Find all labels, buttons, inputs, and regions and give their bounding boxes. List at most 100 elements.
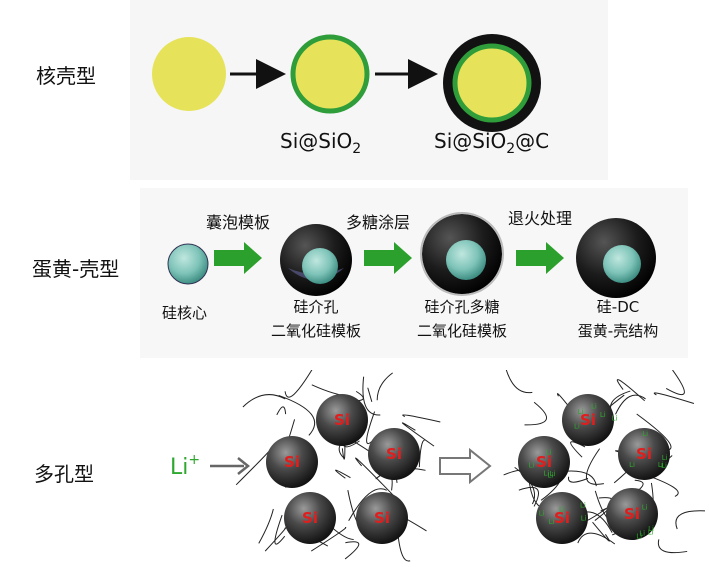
carbon-fibre [397,534,411,562]
yolk-3 [603,245,641,283]
li-ion-mark: Li [639,529,645,537]
carbon-fibre [376,372,393,401]
li-ion-mark: Li [550,470,556,478]
silicon-particle-label: Si [536,453,552,471]
silicon-particle [356,492,408,544]
carbon-fibre [514,466,536,505]
silicon-particle [518,436,570,488]
caption-polysaccharide-line2: 二氧化硅模板 [417,322,507,340]
li-ion-mark: Li [612,415,618,423]
carbon-fibre [274,514,286,545]
carbon-fibre [567,476,589,483]
step-label-3: 退火处理 [508,209,572,228]
si-sio2-particle [290,34,370,114]
carbon-fibre [310,527,347,552]
silicon-particle-label: Si [580,411,596,429]
carbon-fibre [665,369,685,396]
li-ion-mark: Li [580,502,586,510]
li-ion-mark: Li [548,472,554,480]
carbon-fibre [264,527,287,552]
carbon-fibre [284,362,317,398]
silicon-particle-label: Si [302,509,318,527]
ion-arrow-head [237,457,251,475]
carbon-fibre [335,469,351,479]
step-label-2: 多糖涂层 [346,213,410,232]
carbon-fibre [276,406,287,416]
carbon-fibre [616,379,646,402]
li-ion-mark: Li [661,462,667,470]
li-ion-mark: Li [600,411,606,419]
carbon-fibre [362,376,381,416]
carbon-fibre [367,387,373,402]
silicon-particle-label: Si [284,453,300,471]
row-label-yolk-shell: 蛋黄-壳型 [32,257,120,281]
silicon-particle [284,492,336,544]
row-label-porous: 多孔型 [34,462,94,486]
silicon-particle [368,428,420,480]
li-ion-mark: Li [642,430,648,438]
silicon-particle [316,394,368,446]
carbon-fibre [341,442,346,460]
li-ion-mark: Li [543,469,549,477]
hollow-arrow [439,447,492,485]
carbon-fibre [567,470,597,487]
silicon-particle [618,428,670,480]
carbon-fibre [355,457,402,504]
silicon-particle [266,436,318,488]
carbon-fibre [242,394,286,408]
carbon-fibre [653,392,695,404]
caption-polysaccharide-line1: 硅介孔多糖 [424,298,499,316]
step-label-1: 囊泡模板 [206,213,270,232]
silicon-particle-label: Si [554,509,570,527]
caption-si-sio2: Si@SiO2 [280,129,361,157]
yolk-shell-panel: 囊泡模板 多糖涂层 退火处理 硅核心 硅介孔 二氧化硅模板 硅介孔多糖 二氧化硅… [140,188,688,358]
li-ion-mark: Li [574,423,580,431]
caption-si-sio2-c: Si@SiO2@C [434,129,549,157]
carbon-fibre [524,401,547,426]
yolk-2 [446,240,486,280]
silicon-particle-label: Si [374,509,390,527]
silicon-particle-label: Si [386,445,402,463]
carbon-fibre [402,422,435,447]
li-ion-mark: Li [546,449,552,457]
carbon-fibre [518,486,539,507]
silicon-core [167,243,209,285]
green-arrow-3 [516,242,564,274]
carbon-fibre [348,488,387,521]
silicon-particle-label: Si [636,445,652,463]
si-sio2-c-inner [452,43,532,123]
li-ion-mark: Li [529,461,535,469]
carbon-fibre [258,508,274,544]
carbon-fibre [615,394,646,415]
caption-silicon-core: 硅核心 [162,304,207,322]
silicon-particle [606,488,658,540]
silicon-core-particle [152,37,226,111]
li-ion-mark: Li [549,518,555,526]
carbon-fibre [502,357,533,394]
li-ion-mark: Li [658,461,664,469]
carbon-fibre [418,439,425,468]
carbon-fibre [585,448,604,485]
carbon-fibre [402,414,441,423]
caption-mesoporous-line2: 二氧化硅模板 [271,322,361,340]
li-ion-mark: Li [648,528,654,536]
core-shell-diagram: Si@SiO2 Si@SiO2@C [152,34,549,157]
li-ion-mark: Li [578,408,584,416]
li-ion-mark: Li [591,402,597,410]
silicon-particle-label: Si [624,505,640,523]
row-label-core-shell: 核壳型 [36,64,96,88]
li-ion-mark: Li [636,533,642,541]
carbon-fibre [577,532,616,545]
li-ion-mark: Li [642,503,648,511]
caption-si-dc-line1: 硅-DC [597,298,639,316]
li-ion-mark: Li [662,454,668,462]
carbon-fibre [592,521,610,542]
caption-mesoporous-line1: 硅介孔 [293,298,338,316]
green-arrow-1 [214,242,262,274]
silicon-particle-label: Si [334,411,350,429]
carbon-fibre [675,510,709,530]
silicon-particle [562,394,614,446]
